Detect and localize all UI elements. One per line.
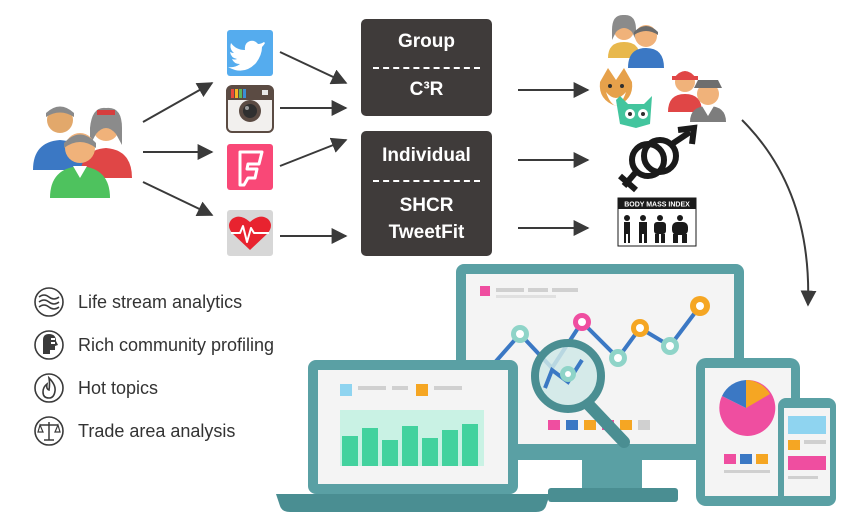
foursquare-icon <box>227 144 273 190</box>
flame-icon <box>34 373 64 403</box>
arrow-foursquare-individual <box>279 137 348 167</box>
workers-icon <box>668 71 726 122</box>
laptop-illustration <box>276 360 550 512</box>
pets-icon <box>599 68 652 128</box>
profile-icon <box>34 330 64 360</box>
magnifier-illustration <box>531 339 630 448</box>
arrow-users-health <box>142 181 214 217</box>
arrow-users-twitter <box>142 82 214 123</box>
twitter-icon <box>227 30 273 76</box>
feature-life-stream: Life stream analytics <box>34 287 242 317</box>
phone-illustration <box>778 398 836 506</box>
feature-community-profiling: Rich community profiling <box>34 330 274 360</box>
arrow-twitter-group <box>279 51 348 85</box>
group-title: Group <box>398 31 455 52</box>
bmi-title: BODY MASS INDEX <box>624 202 690 209</box>
family-icon <box>608 14 664 68</box>
scales-icon <box>34 416 64 446</box>
individual-method-1: SHCR <box>399 195 454 216</box>
bmi-icon: BODY MASS INDEX <box>617 197 697 247</box>
feature-hot-topics: Hot topics <box>34 373 158 403</box>
users-group-icon <box>33 106 132 198</box>
feature-trade-area: Trade area analysis <box>34 416 235 446</box>
individual-title: Individual <box>382 145 471 166</box>
feature-label: Trade area analysis <box>78 420 236 441</box>
feature-label: Hot topics <box>78 377 159 398</box>
waves-icon <box>34 287 64 317</box>
group-divider <box>373 67 480 69</box>
gender-icon <box>618 124 698 193</box>
group-box: Group C³R <box>361 19 492 116</box>
individual-method-2: TweetFit <box>388 222 465 243</box>
tablet-illustration <box>696 358 800 506</box>
individual-box: Individual SHCR TweetFit <box>361 131 492 256</box>
feature-label: Rich community profiling <box>78 334 275 355</box>
arrow-to-dashboard <box>741 119 817 307</box>
feature-label: Life stream analytics <box>78 291 243 312</box>
individual-divider <box>373 180 480 182</box>
heart-rate-icon <box>227 210 273 256</box>
instagram-icon <box>226 85 274 133</box>
group-method: C³R <box>409 79 444 100</box>
